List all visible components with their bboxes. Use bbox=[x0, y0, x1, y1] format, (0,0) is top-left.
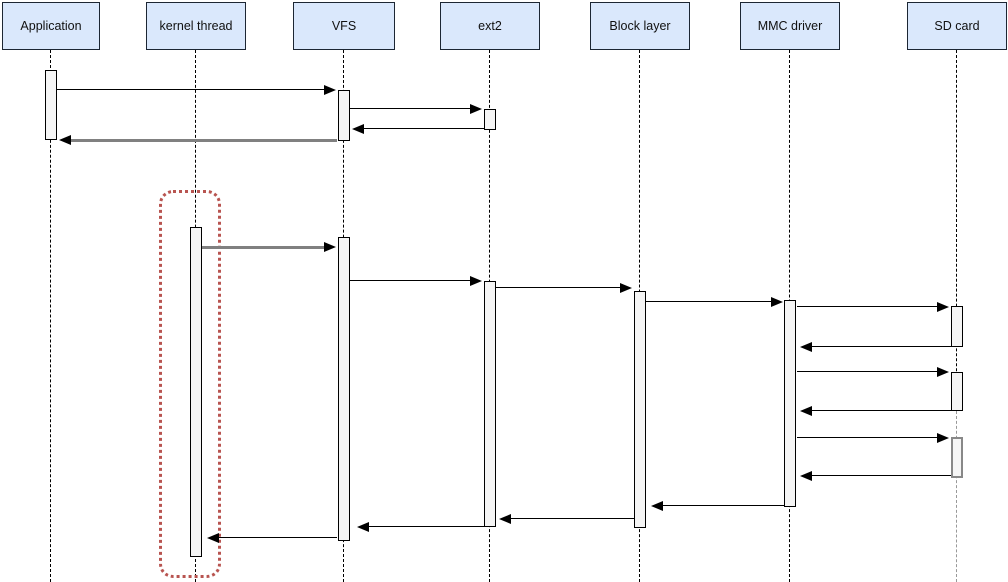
message-mmc-driver-to-sd-card bbox=[797, 433, 949, 443]
message-line bbox=[661, 505, 785, 507]
message-line bbox=[350, 280, 472, 282]
arrowhead-icon bbox=[937, 367, 949, 377]
message-line bbox=[646, 301, 773, 303]
message-line bbox=[797, 437, 939, 439]
message-mmc-driver-to-sd-card bbox=[797, 367, 949, 377]
message-line bbox=[350, 108, 472, 110]
actor-box-ext2: ext2 bbox=[440, 2, 540, 50]
arrowhead-icon bbox=[324, 242, 336, 252]
message-mmc-driver-to-sd-card bbox=[797, 302, 949, 312]
message-line bbox=[810, 475, 951, 477]
message-block-layer-to-ext2 bbox=[499, 514, 634, 524]
message-block-layer-to-mmc-driver bbox=[646, 297, 783, 307]
message-line bbox=[810, 346, 951, 348]
arrowhead-icon bbox=[800, 471, 812, 481]
message-line bbox=[797, 306, 939, 308]
message-line bbox=[217, 537, 337, 539]
message-line bbox=[69, 138, 337, 142]
actor-label: kernel thread bbox=[159, 19, 233, 33]
arrowhead-icon bbox=[937, 433, 949, 443]
message-vfs-to-application bbox=[59, 135, 337, 145]
arrowhead-icon bbox=[357, 522, 369, 532]
arrowhead-icon bbox=[937, 302, 949, 312]
actor-label: SD card bbox=[934, 19, 980, 33]
actor-label: Block layer bbox=[609, 19, 671, 33]
highlight-frame bbox=[159, 190, 221, 578]
arrowhead-icon bbox=[207, 533, 219, 543]
activation-bar-ext2 bbox=[484, 109, 496, 130]
activation-bar-block-layer bbox=[634, 291, 646, 528]
arrowhead-icon bbox=[651, 501, 663, 511]
message-line bbox=[362, 128, 484, 130]
actor-box-kernel-thread: kernel thread bbox=[146, 2, 246, 50]
activation-bar-kernel-thread bbox=[190, 227, 202, 557]
lifeline-sd-card bbox=[956, 50, 958, 411]
activation-bar-sd-card bbox=[951, 306, 963, 347]
message-mmc-driver-to-block-layer bbox=[651, 501, 785, 511]
actor-label: VFS bbox=[331, 19, 357, 33]
message-sd-card-to-mmc-driver bbox=[800, 342, 951, 352]
message-line bbox=[810, 410, 951, 412]
message-vfs-to-ext2 bbox=[350, 276, 482, 286]
activation-bar-vfs bbox=[338, 90, 350, 141]
arrowhead-icon bbox=[352, 124, 364, 134]
message-ext2-to-block-layer bbox=[496, 283, 632, 293]
message-vfs-to-kernel-thread bbox=[207, 533, 337, 543]
arrowhead-icon bbox=[470, 104, 482, 114]
message-ext2-to-vfs bbox=[352, 124, 484, 134]
lifeline-sd-card bbox=[956, 411, 958, 582]
message-application-to-vfs bbox=[57, 85, 336, 95]
actor-box-application: Application bbox=[2, 2, 100, 50]
arrowhead-icon bbox=[800, 406, 812, 416]
actor-label: ext2 bbox=[478, 19, 502, 33]
message-ext2-to-vfs bbox=[357, 522, 484, 532]
arrowhead-icon bbox=[800, 342, 812, 352]
actor-label: MMC driver bbox=[757, 19, 823, 33]
activation-bar-sd-card bbox=[951, 372, 963, 411]
message-sd-card-to-mmc-driver bbox=[800, 471, 951, 481]
arrowhead-icon bbox=[324, 85, 336, 95]
arrowhead-icon bbox=[771, 297, 783, 307]
message-line bbox=[496, 287, 622, 289]
activation-bar-vfs bbox=[338, 237, 350, 541]
message-line bbox=[57, 89, 326, 91]
message-vfs-to-ext2 bbox=[350, 104, 482, 114]
actor-box-sd-card: SD card bbox=[907, 2, 1007, 50]
arrowhead-icon bbox=[620, 283, 632, 293]
arrowhead-icon bbox=[499, 514, 511, 524]
activation-bar-application bbox=[45, 70, 57, 140]
activation-bar-sd-card bbox=[951, 437, 963, 478]
arrowhead-icon bbox=[59, 135, 71, 145]
message-sd-card-to-mmc-driver bbox=[800, 406, 951, 416]
actor-box-block-layer: Block layer bbox=[590, 2, 690, 50]
activation-bar-ext2 bbox=[484, 281, 496, 527]
lifeline-application bbox=[50, 50, 52, 582]
message-line bbox=[367, 526, 484, 528]
actor-box-mmc-driver: MMC driver bbox=[740, 2, 840, 50]
message-line bbox=[202, 245, 326, 249]
message-line bbox=[509, 518, 634, 520]
arrowhead-icon bbox=[470, 276, 482, 286]
actor-box-vfs: VFS bbox=[293, 2, 395, 50]
message-kernel-thread-to-vfs bbox=[202, 242, 336, 252]
activation-bar-mmc-driver bbox=[784, 300, 796, 507]
message-line bbox=[797, 371, 939, 373]
actor-label: Application bbox=[20, 19, 82, 33]
